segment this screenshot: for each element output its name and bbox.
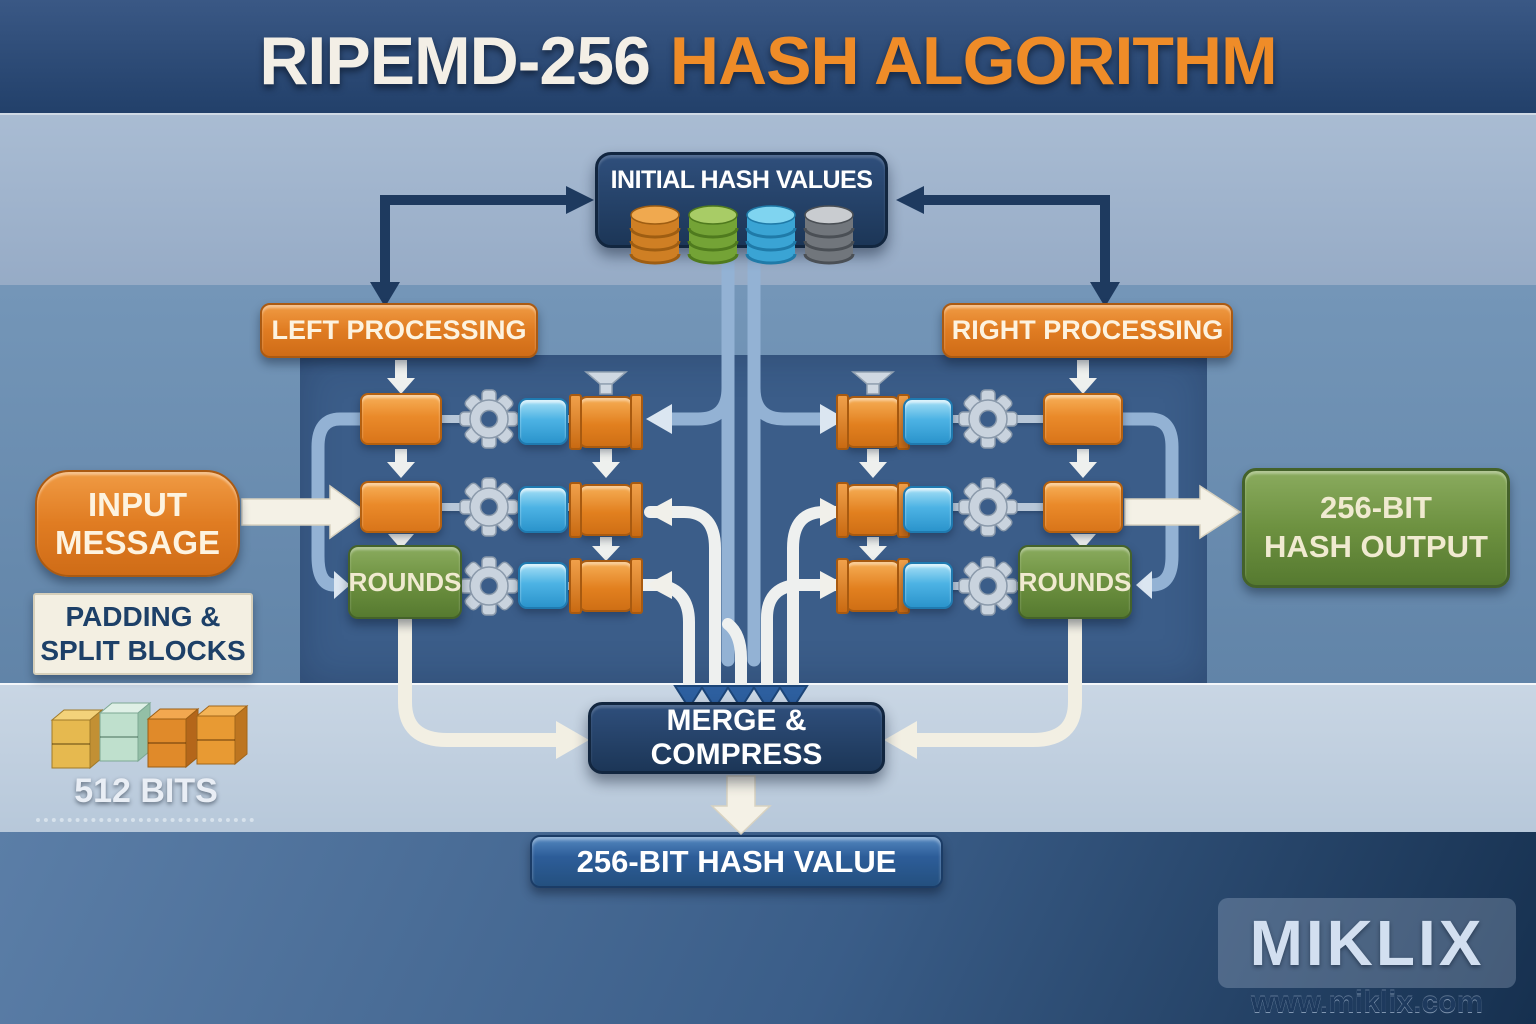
message-word-block — [518, 486, 568, 533]
hash-state-cylinders — [628, 203, 856, 267]
padding-split-box: PADDING & SPLIT BLOCKS — [33, 593, 253, 675]
database-cylinder-icon — [629, 205, 681, 265]
rounds-left-box: ROUNDS — [348, 545, 462, 619]
brand-watermark: MIKLIX — [1218, 898, 1516, 988]
pipeline-valve-block — [836, 558, 910, 614]
rounds-right-box: ROUNDS — [1018, 545, 1132, 619]
page-title: RIPEMD-256 HASH ALGORITHM — [0, 16, 1536, 106]
input-message-line2: MESSAGE — [54, 523, 221, 561]
hash-value-box: 256-BIT HASH VALUE — [530, 835, 943, 888]
pipeline-valve-block — [836, 394, 910, 450]
message-word-block — [903, 486, 953, 533]
rounds-left-label: ROUNDS — [348, 566, 462, 597]
data-cube-icon — [98, 701, 152, 763]
title-suffix: HASH ALGORITHM — [669, 23, 1278, 99]
padding-line1: PADDING & — [65, 601, 221, 633]
title-algorithm-name: RIPEMD-256 — [259, 23, 651, 99]
input-message-line1: INPUT — [88, 485, 187, 523]
message-chunk-cubes — [48, 693, 260, 775]
merge-compress-label: MERGE & COMPRESS — [650, 704, 823, 771]
message-word-block — [903, 562, 953, 609]
message-word-block — [518, 562, 568, 609]
rounds-right-label: ROUNDS — [1018, 566, 1132, 597]
pipeline-valve-block — [836, 482, 910, 538]
pipeline-valve-block — [569, 558, 643, 614]
hash-value-label: 256-BIT HASH VALUE — [576, 843, 897, 879]
right-processing-label: RIGHT PROCESSING — [951, 315, 1224, 345]
dotted-divider — [36, 818, 254, 822]
left-processing-label: LEFT PROCESSING — [271, 315, 527, 345]
brand-url: www.miklix.com — [1250, 986, 1484, 1019]
initial-hash-values-label: INITIAL HASH VALUES — [610, 165, 873, 194]
padding-line2: SPLIT BLOCKS — [40, 635, 246, 666]
register-block — [1043, 393, 1123, 445]
register-block — [360, 393, 442, 445]
data-cube-icon — [195, 704, 249, 766]
bits-label: 512 BITS — [74, 772, 218, 810]
register-block — [360, 481, 442, 533]
hash-output-line2: HASH OUTPUT — [1264, 529, 1488, 564]
message-word-block — [903, 398, 953, 445]
left-processing-box: LEFT PROCESSING — [260, 303, 538, 358]
data-cube-icon — [50, 708, 104, 770]
database-cylinder-icon — [803, 205, 855, 265]
hash-output-line1: 256-BIT — [1320, 490, 1432, 526]
title-band — [0, 0, 1536, 113]
message-word-block — [518, 398, 568, 445]
data-cube-icon — [146, 707, 200, 769]
database-cylinder-icon — [745, 205, 797, 265]
database-cylinder-icon — [687, 205, 739, 265]
right-processing-box: RIGHT PROCESSING — [942, 303, 1233, 358]
merge-compress-box: MERGE & COMPRESS — [588, 702, 885, 774]
pipeline-valve-block — [569, 394, 643, 450]
input-message-box: INPUT MESSAGE — [35, 470, 240, 577]
hash-output-box: 256-BIT HASH OUTPUT — [1242, 468, 1510, 588]
pipeline-valve-block — [569, 482, 643, 538]
register-block — [1043, 481, 1123, 533]
